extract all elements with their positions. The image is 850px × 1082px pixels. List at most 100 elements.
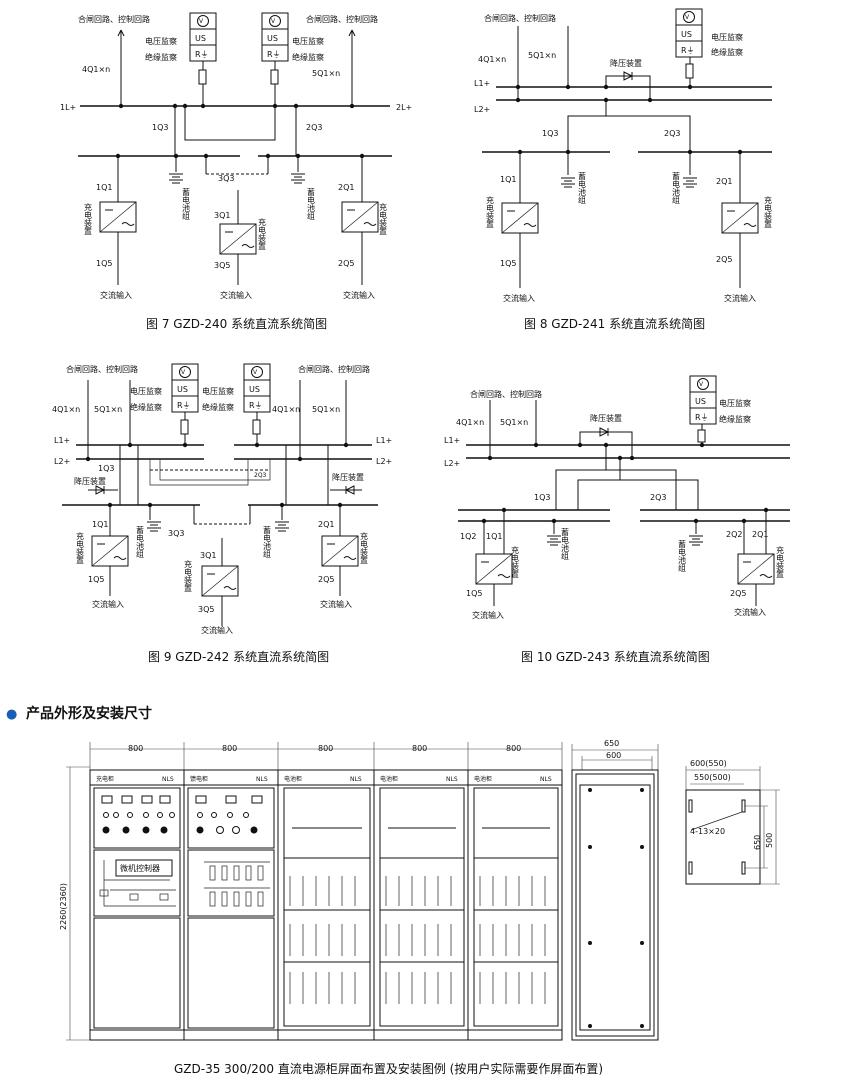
cab2-name: 馈电柜 xyxy=(190,775,208,783)
fig7-caption: 图 7 GZD-240 系统直流系统简图 xyxy=(146,317,327,331)
fig9-4q1-right: 4Q1×n xyxy=(272,405,300,414)
figure-7: 合闸回路、控制回路 合闸回路、控制回路 V V US US R⏚ R⏚ 电压监察… xyxy=(60,12,412,331)
figure-9: 合闸回路、控制回路 合闸回路、控制回路 V V US US R⏚ R⏚ 电压监察… xyxy=(52,363,392,664)
fig7-ac-right: 交流输入 xyxy=(343,290,375,300)
fig8-voltage: 电压监察 xyxy=(711,32,743,42)
fig10-1q1: 1Q1 xyxy=(486,532,502,541)
fig9-2q3: 2Q3 xyxy=(254,472,267,479)
fig10-4q1: 4Q1×n xyxy=(456,418,484,427)
cab4-width: 800 xyxy=(412,744,427,753)
fig8-l1: L1+ xyxy=(474,79,490,88)
fig7-2l: 2L+ xyxy=(396,103,412,112)
fig10-2q5: 2Q5 xyxy=(730,589,746,598)
fig9-l1-left: L1+ xyxy=(54,436,70,445)
fig8-battery-left: 蓄电池组 xyxy=(578,171,587,204)
fig10-ac-right: 交流输入 xyxy=(734,607,766,617)
fig8-ac-left: 交流输入 xyxy=(503,293,535,303)
fig9-2q5: 2Q5 xyxy=(318,575,334,584)
cab3-brand: NLS xyxy=(350,776,362,783)
fig9-charger-left: 充电装置 xyxy=(76,531,85,564)
fig7-charger-right: 充电装置 xyxy=(379,202,388,235)
fig8-5q1: 5Q1×n xyxy=(528,51,556,60)
cab2-width: 800 xyxy=(222,744,237,753)
fig9-3q3: 3Q3 xyxy=(168,529,184,538)
fig7-us-right: US xyxy=(267,34,278,43)
fig9-5q1-right: 5Q1×n xyxy=(312,405,340,414)
cab1-name: 充电柜 xyxy=(96,775,114,783)
cabinet-front-view: 800 800 800 800 800 2260(2360) 充电柜 馈电柜 电… xyxy=(59,742,563,1041)
fig10-caption: 图 10 GZD-243 系统直流系统简图 xyxy=(521,650,710,664)
fig9-us-left: US xyxy=(177,385,188,394)
fig9-buck-right: 降压装置 xyxy=(332,472,364,482)
fig10-buck: 降压装置 xyxy=(590,413,622,423)
fig7-charger-left: 充电装置 xyxy=(84,202,93,235)
fig8-buck: 降压装置 xyxy=(610,58,642,68)
fig7-r-right: R⏚ xyxy=(267,50,281,59)
fig9-2q1: 2Q1 xyxy=(318,520,334,529)
fig7-1l: 1L+ xyxy=(60,103,76,112)
fig7-5q1: 5Q1×n xyxy=(312,69,340,78)
fig9-l2-right: L2+ xyxy=(376,457,392,466)
fig10-2q2: 2Q2 xyxy=(726,530,742,539)
fig7-2q3: 2Q3 xyxy=(306,123,322,132)
fig9-v-left: V xyxy=(181,369,186,376)
fig9-l1-right: L1+ xyxy=(376,436,392,445)
cab3-width: 800 xyxy=(318,744,333,753)
fig8-ac-right: 交流输入 xyxy=(724,293,756,303)
base-inner: 550(500) xyxy=(694,773,731,782)
fig9-charger-right: 充电装置 xyxy=(360,531,369,564)
side-depth-outer: 650 xyxy=(604,739,619,748)
fig10-l2: L2+ xyxy=(444,459,460,468)
fig9-battery-left: 蓄电池组 xyxy=(136,525,145,558)
fig7-2q5: 2Q5 xyxy=(338,259,354,268)
fig7-3q1: 3Q1 xyxy=(214,211,230,220)
cab4-brand: NLS xyxy=(446,776,458,783)
cab3-name: 电池柜 xyxy=(284,775,302,783)
cab4-name: 电池柜 xyxy=(380,775,398,783)
fig9-5q1-left: 5Q1×n xyxy=(94,405,122,414)
fig7-ac-left: 交流输入 xyxy=(100,290,132,300)
cabinet-side-view: 650 600 xyxy=(571,739,659,1041)
fig7-r-left: R⏚ xyxy=(195,50,209,59)
fig9-v-right: V xyxy=(253,369,258,376)
fig10-2q3: 2Q3 xyxy=(650,493,666,502)
cab5-name: 电池柜 xyxy=(474,775,492,783)
cab-height: 2260(2360) xyxy=(59,883,68,930)
fig9-voltage-right: 电压监察 xyxy=(202,386,234,396)
fig10-battery-right: 蓄电池组 xyxy=(678,539,687,572)
fig7-3q5: 3Q5 xyxy=(214,261,230,270)
fig10-r: R⏚ xyxy=(695,413,709,422)
fig10-ac-left: 交流输入 xyxy=(472,610,504,620)
fig7-insulation-right: 绝缘监察 xyxy=(292,52,324,62)
cab1-brand: NLS xyxy=(162,776,174,783)
fig7-battery-right: 蓄电池组 xyxy=(307,187,316,220)
fig10-charger-left: 充电装置 xyxy=(511,545,520,578)
fig8-us: US xyxy=(681,30,692,39)
cab2-brand: NLS xyxy=(256,776,268,783)
fig7-ac-mid: 交流输入 xyxy=(220,290,252,300)
fig7-charger-mid: 充电装置 xyxy=(258,217,267,250)
fig9-charger-mid: 充电装置 xyxy=(184,559,193,592)
fig8-2q5: 2Q5 xyxy=(716,255,732,264)
fig10-v: V xyxy=(699,381,704,388)
fig9-l2-left: L2+ xyxy=(54,457,70,466)
fig9-ac-right: 交流输入 xyxy=(320,599,352,609)
fig8-battery-right: 蓄电池组 xyxy=(672,171,681,204)
fig7-battery-left: 蓄电池组 xyxy=(182,187,191,220)
fig10-1q5: 1Q5 xyxy=(466,589,482,598)
fig9-insulation-left: 绝缘监察 xyxy=(130,402,162,412)
fig7-closing-label-left: 合闸回路、控制回路 xyxy=(78,14,150,24)
fig9-closing-left: 合闸回路、控制回路 xyxy=(66,364,138,374)
section-title: 产品外形及安装尺寸 xyxy=(26,705,152,722)
fig9-insulation-right: 绝缘监察 xyxy=(202,402,234,412)
fig9-r-left: R⏚ xyxy=(177,401,191,410)
fig7-1q5: 1Q5 xyxy=(96,259,112,268)
fig10-2q1: 2Q1 xyxy=(752,530,768,539)
fig8-l2: L2+ xyxy=(474,105,490,114)
fig7-v-right: V xyxy=(271,18,276,25)
fig9-ac-mid: 交流输入 xyxy=(201,625,233,635)
fig9-3q1: 3Q1 xyxy=(200,551,216,560)
cab5-brand: NLS xyxy=(540,776,552,783)
fig8-charger-right: 充电装置 xyxy=(764,195,773,228)
